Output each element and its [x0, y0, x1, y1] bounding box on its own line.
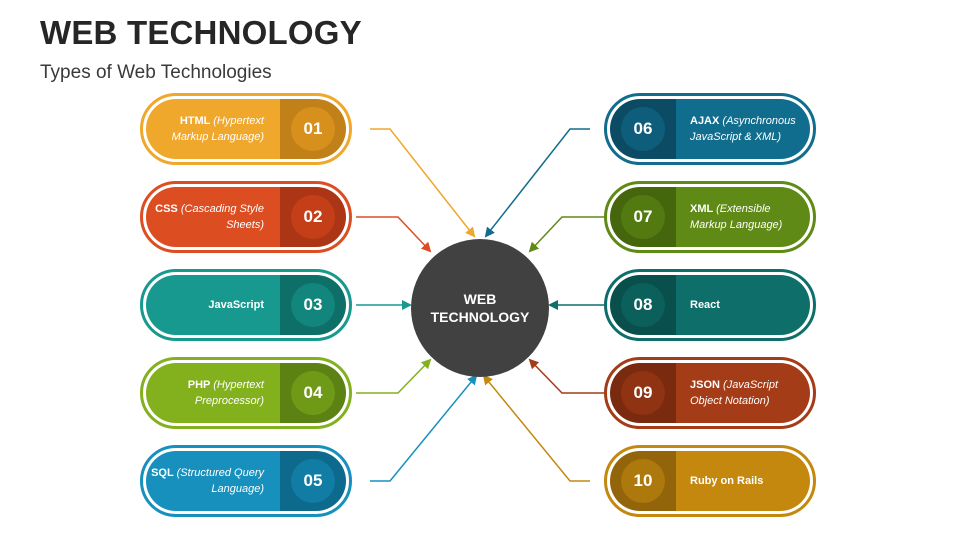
page-title: WEB TECHNOLOGY [40, 14, 362, 51]
item-number-badge: 01 [291, 107, 335, 151]
item-description: (JavaScript Object Notation) [690, 379, 779, 407]
item-text: PHP (Hypertext Preprocessor) [146, 363, 280, 423]
connector-arrow-07 [528, 216, 604, 253]
connector-arrow-02 [356, 216, 432, 253]
item-description: (Structured Query Language) [176, 467, 264, 495]
item-name: AJAX [690, 115, 720, 127]
item-pill: 10 Ruby on Rails [610, 451, 810, 511]
center-hub: WEB TECHNOLOGY [411, 239, 549, 377]
page-subtitle: Types of Web Technologies [40, 62, 272, 83]
item-text: SQL (Structured Query Language) [146, 451, 280, 511]
item-name: HTML [179, 115, 211, 127]
item-number-badge: 10 [621, 459, 665, 503]
item-name: CSS [155, 203, 178, 215]
connector-arrow-01 [370, 128, 476, 238]
item-number-badge: 04 [291, 371, 335, 415]
item-text: AJAX (Asynchronous JavaScript & XML) [676, 99, 810, 159]
item-text: XML (Extensible Markup Language) [676, 187, 810, 247]
item-name: React [690, 299, 720, 311]
tech-item-10: 10 Ruby on Rails [604, 445, 816, 517]
item-number-pane: 09 [610, 363, 676, 423]
connector-arrow-06 [484, 128, 590, 238]
item-number-badge: 08 [621, 283, 665, 327]
item-pill: HTML (Hypertext Markup Language)01 [146, 99, 346, 159]
item-pill: PHP (Hypertext Preprocessor)04 [146, 363, 346, 423]
item-description: (Cascading Style Sheets) [180, 203, 264, 231]
item-number-pane: 01 [280, 99, 346, 159]
item-pill: CSS (Cascading Style Sheets)02 [146, 187, 346, 247]
item-number-badge: 06 [621, 107, 665, 151]
item-number-badge: 07 [621, 195, 665, 239]
item-number-badge: 09 [621, 371, 665, 415]
item-name: SQL [151, 467, 174, 479]
tech-item-02: CSS (Cascading Style Sheets)02 [140, 181, 352, 253]
item-number-pane: 02 [280, 187, 346, 247]
tech-item-05: SQL (Structured Query Language)05 [140, 445, 352, 517]
item-number-pane: 10 [610, 451, 676, 511]
item-description: (Extensible Markup Language) [690, 203, 783, 231]
item-number-badge: 03 [291, 283, 335, 327]
item-text: React [676, 275, 810, 335]
item-text: Ruby on Rails [676, 451, 810, 511]
item-description: (Hypertext Preprocessor) [194, 379, 264, 407]
item-number-pane: 07 [610, 187, 676, 247]
item-pill: JavaScript 03 [146, 275, 346, 335]
item-name: XML [690, 203, 714, 215]
tech-item-01: HTML (Hypertext Markup Language)01 [140, 93, 352, 165]
connector-arrow-05 [370, 374, 478, 482]
item-number-badge: 02 [291, 195, 335, 239]
item-number-pane: 06 [610, 99, 676, 159]
item-text: CSS (Cascading Style Sheets) [146, 187, 280, 247]
hub-label: WEB TECHNOLOGY [430, 291, 530, 325]
connector-arrow-09 [528, 358, 604, 394]
item-name: Ruby on Rails [690, 475, 764, 487]
item-text: HTML (Hypertext Markup Language) [146, 99, 280, 159]
tech-item-03: JavaScript 03 [140, 269, 352, 341]
item-description: (Asynchronous JavaScript & XML) [690, 115, 796, 143]
item-number-pane: 03 [280, 275, 346, 335]
item-number-badge: 05 [291, 459, 335, 503]
connector-arrow-10 [482, 374, 590, 482]
item-text: JSON (JavaScript Object Notation) [676, 363, 810, 423]
item-name: PHP [187, 379, 211, 391]
item-description: (Hypertext Markup Language) [171, 115, 264, 143]
item-pill: 08 React [610, 275, 810, 335]
item-name: JSON [690, 379, 720, 391]
item-number-pane: 08 [610, 275, 676, 335]
item-name: JavaScript [208, 299, 264, 311]
tech-item-08: 08 React [604, 269, 816, 341]
connector-arrow-04 [356, 358, 432, 394]
item-text: JavaScript [146, 275, 280, 335]
tech-item-04: PHP (Hypertext Preprocessor)04 [140, 357, 352, 429]
item-number-pane: 05 [280, 451, 346, 511]
item-pill: SQL (Structured Query Language)05 [146, 451, 346, 511]
item-number-pane: 04 [280, 363, 346, 423]
